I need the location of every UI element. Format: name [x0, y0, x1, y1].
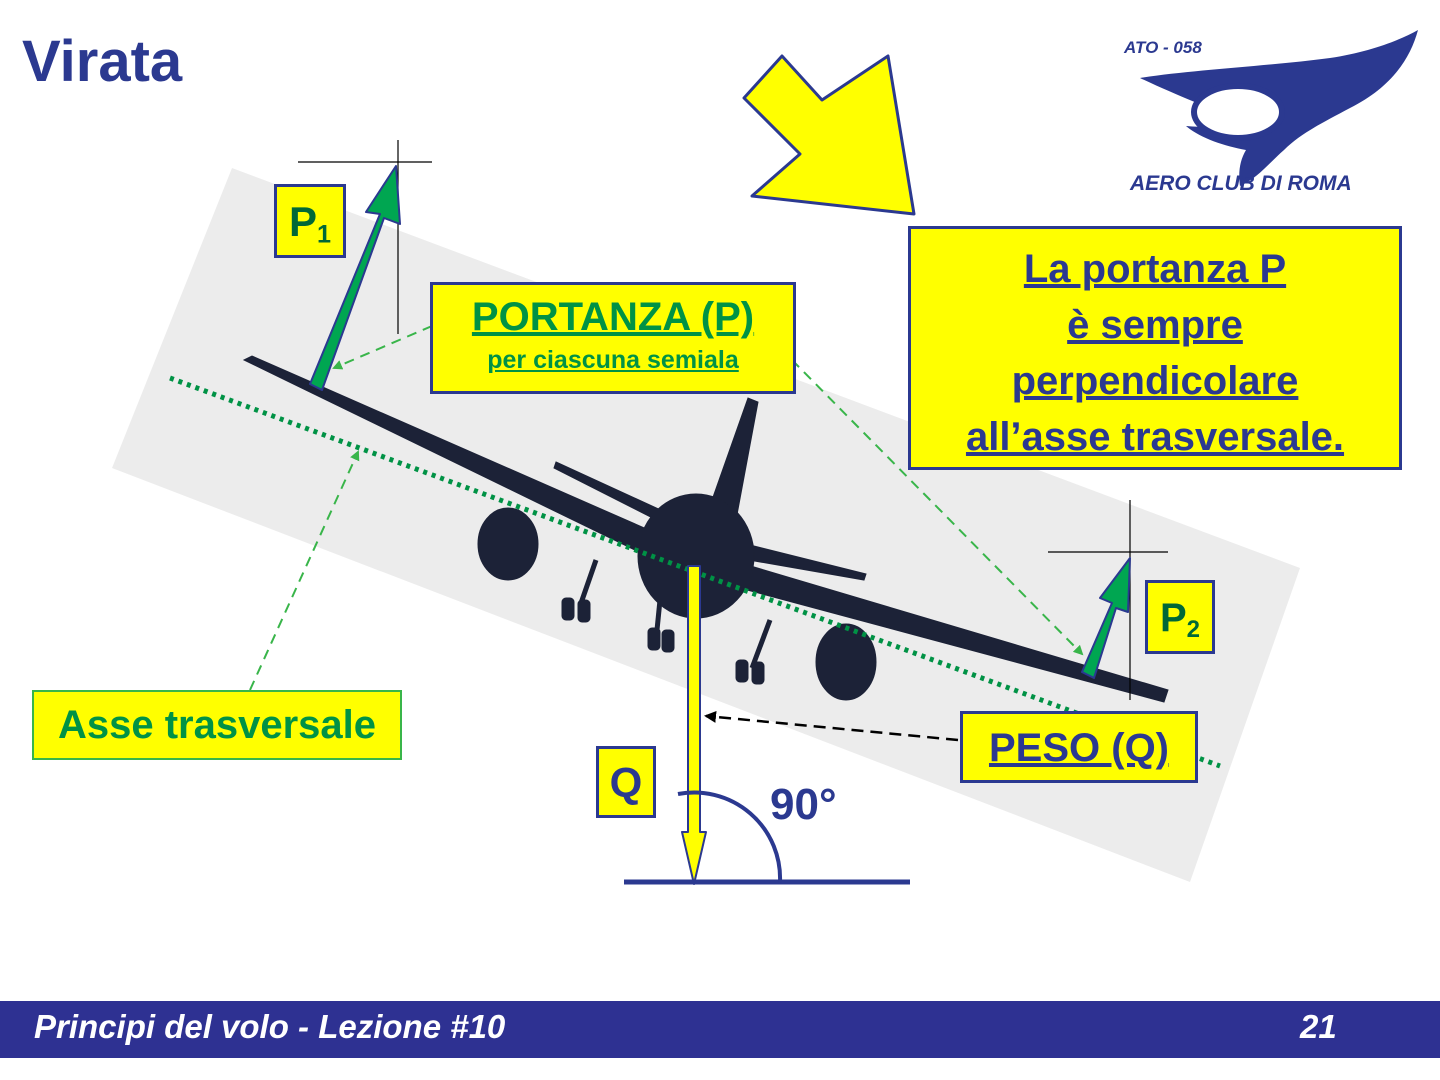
label-p2-letter: P: [1159, 596, 1187, 640]
note-box: La portanza P è sempre perpendicolare al…: [908, 226, 1402, 470]
p2-reference-lines: [1048, 500, 1168, 700]
logo-bottom-text: AERO CLUB DI ROMA: [1130, 172, 1352, 195]
label-p2: P2: [1145, 580, 1215, 654]
pointer-arrow: [742, 54, 916, 216]
label-portanza-subtitle: per ciascuna semiala: [487, 346, 739, 374]
leader-line-peso: [704, 710, 959, 742]
logo-emblem: [1140, 30, 1418, 186]
label-p2-sub: 2: [1186, 616, 1201, 643]
p1-reference-lines: [298, 140, 432, 334]
label-portanza: PORTANZA (P) per ciascuna semiala: [430, 282, 796, 394]
label-q: Q: [596, 746, 656, 818]
p2-lift-arrow: [1081, 557, 1131, 679]
logo-top-text: ATO - 058: [1124, 38, 1202, 57]
note-line-4: all’asse trasversale.: [965, 415, 1345, 459]
footer-bar: [0, 1001, 1440, 1058]
footer-page-number: 21: [1300, 1008, 1337, 1045]
left-engine: [477, 507, 539, 581]
note-line-2: è sempre: [1067, 303, 1243, 347]
label-portanza-title: PORTANZA (P): [471, 295, 755, 339]
weight-arrow: [681, 565, 707, 885]
note-line-3: perpendicolare: [1011, 359, 1299, 403]
label-peso-text: PESO (Q): [988, 726, 1170, 770]
label-peso: PESO (Q): [960, 711, 1198, 783]
label-asse-trasversale: Asse trasversale: [32, 690, 402, 760]
label-p1-sub: 1: [317, 220, 332, 249]
wheels: [561, 597, 765, 685]
note-line-1: La portanza P: [1023, 247, 1287, 291]
leader-line-asse: [249, 450, 360, 691]
label-p1-letter: P: [288, 198, 317, 245]
angle-label: 90°: [770, 780, 837, 829]
leader-lines-portanza: [332, 325, 1084, 656]
label-p1: P1: [274, 184, 346, 258]
right-engine: [815, 623, 877, 701]
aircraft: [242, 355, 1169, 703]
right-angle-arc: [677, 790, 783, 883]
page-title: Virata: [22, 29, 183, 94]
footer-title: Principi del volo - Lezione #10: [34, 1008, 506, 1045]
